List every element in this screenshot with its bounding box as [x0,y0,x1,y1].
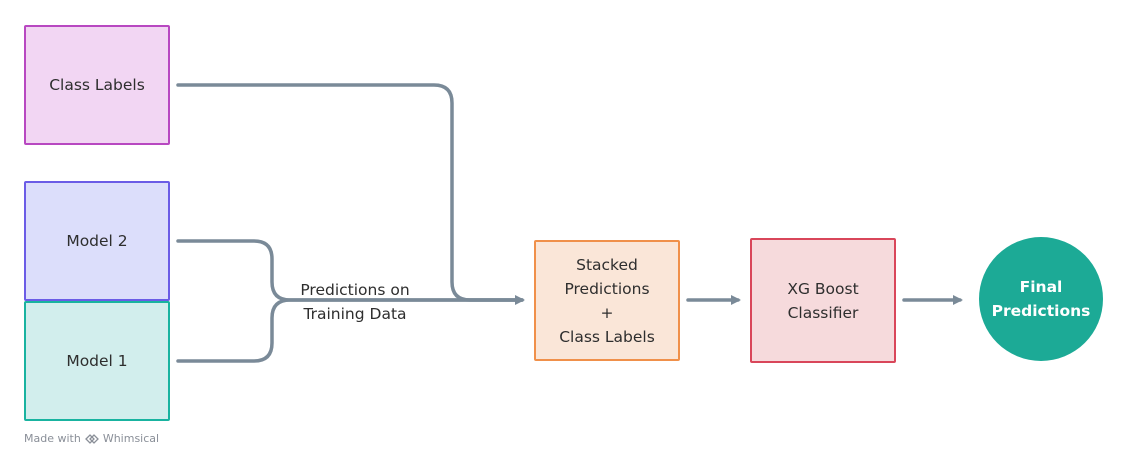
watermark-prefix: Made with [24,432,81,445]
final-predictions-label: Final Predictions [991,278,1091,320]
xgboost-classifier-label: XG Boost Classifier [787,279,859,322]
class-labels-label: Class Labels [49,76,145,94]
watermark[interactable]: Made with Whimsical [24,432,159,445]
class-labels-node[interactable]: Class Labels [24,25,170,145]
connector-class-labels-to-stacked [176,83,525,305]
connector-model-2-to-stacked [176,239,524,302]
model-1-label: Model 1 [66,352,128,370]
model-2-label: Model 2 [66,232,128,250]
model-1-node[interactable]: Model 1 [24,301,170,421]
model-2-node[interactable]: Model 2 [24,181,170,301]
stacked-predictions-node[interactable]: Stacked Predictions + Class Labels [534,240,680,361]
edge-label-predictions: Predictions on Training Data [300,281,410,323]
final-predictions-node[interactable]: Final Predictions [979,237,1103,361]
whimsical-logo-icon [84,433,99,444]
stacked-predictions-label: Stacked Predictions + Class Labels [559,255,655,346]
xgboost-classifier-node[interactable]: XG Boost Classifier [750,238,896,363]
connector-model-1-to-stacked [176,298,524,363]
watermark-brand: Whimsical [102,432,160,445]
